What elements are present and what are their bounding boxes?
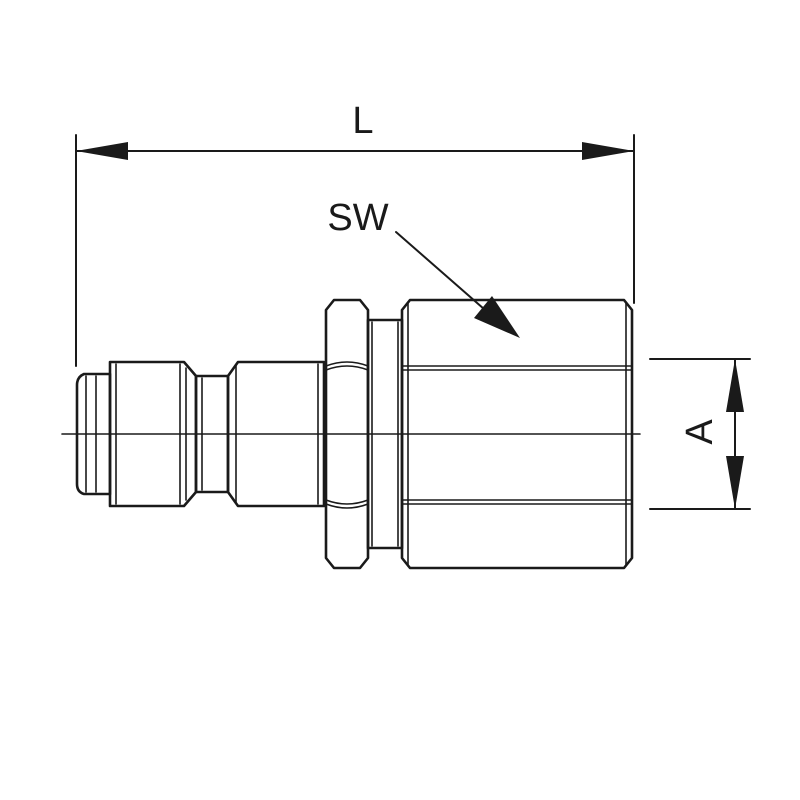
thread-arrow-bottom: [726, 456, 744, 509]
wrench-size-arrow: [474, 296, 520, 338]
nipple-shank: [226, 360, 326, 508]
wrench-size-leader: SW: [327, 197, 520, 338]
wrench-size-leader-line: [395, 231, 493, 317]
length-dimension: L: [75, 100, 635, 367]
thread-arrow-top: [726, 359, 744, 412]
hex-body: [400, 298, 634, 570]
hex-nut: [324, 298, 370, 570]
length-arrow-left: [76, 142, 128, 160]
length-arrow-right: [582, 142, 634, 160]
thread-dimension: A: [649, 358, 751, 510]
wrench-size-label: SW: [327, 197, 388, 239]
thread-label: A: [679, 419, 721, 445]
nipple-tip: [75, 372, 112, 496]
length-label: L: [352, 100, 373, 142]
